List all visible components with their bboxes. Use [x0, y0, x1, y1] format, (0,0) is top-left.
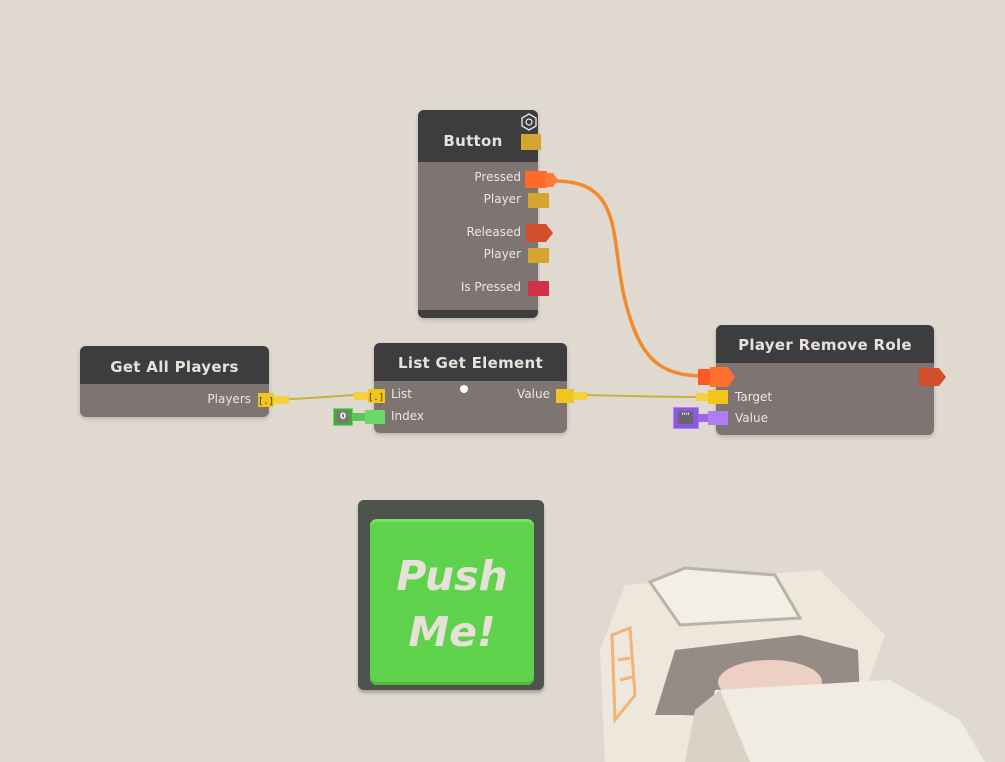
- pressed-exec-port[interactable]: [525, 169, 559, 191]
- players-list-port[interactable]: [.]: [258, 392, 290, 408]
- index-input-port[interactable]: [352, 409, 386, 425]
- node-player-remove-role[interactable]: Player Remove Role Target Value: [716, 325, 934, 435]
- port-label: Released: [466, 225, 521, 239]
- node-status-dot: [460, 385, 468, 393]
- value-default-field[interactable]: "": [673, 407, 699, 429]
- player-port[interactable]: [528, 193, 550, 209]
- player-port[interactable]: [528, 248, 550, 264]
- node-header[interactable]: List Get Element: [374, 343, 567, 381]
- push-me-label: Push Me!: [370, 548, 534, 660]
- node-button[interactable]: Button Pressed Player Released Player Is…: [418, 110, 538, 318]
- port-label: Player: [483, 247, 521, 261]
- player-hand-tool: [600, 566, 985, 762]
- node-title: Get All Players: [110, 358, 239, 376]
- value-input-port[interactable]: [698, 410, 730, 426]
- is-pressed-port[interactable]: [528, 281, 550, 297]
- port-label: Pressed: [474, 170, 521, 184]
- node-title: Player Remove Role: [738, 336, 912, 354]
- node-footer: [418, 310, 538, 318]
- push-label-line1: Push: [396, 552, 508, 600]
- value-output-port[interactable]: [556, 388, 588, 404]
- node-title: Button: [443, 132, 503, 150]
- wire-value-to-target: [584, 394, 701, 398]
- node-header[interactable]: Get All Players: [80, 346, 269, 384]
- svg-text:[.]: [.]: [368, 393, 384, 403]
- wire-pressed-to-exec: [554, 179, 706, 378]
- index-default-field[interactable]: 0: [333, 408, 353, 426]
- port-label: Is Pressed: [460, 280, 521, 294]
- node-title: List Get Element: [398, 354, 543, 372]
- svg-text:[.]: [.]: [258, 397, 274, 407]
- port-label: List: [391, 387, 412, 401]
- target-input-port[interactable]: [696, 389, 730, 405]
- port-label: Players: [207, 392, 251, 406]
- port-label: Index: [391, 409, 425, 423]
- released-exec-port[interactable]: [526, 223, 554, 243]
- port-label: Value: [735, 411, 768, 425]
- node-list-get-element[interactable]: List Get Element List Index Value: [374, 343, 567, 433]
- push-me-button[interactable]: [370, 519, 534, 685]
- exec-input-port[interactable]: [698, 366, 736, 388]
- node-header[interactable]: Player Remove Role: [716, 325, 934, 363]
- port-label: Value: [517, 387, 550, 401]
- node-button-header[interactable]: Button: [418, 110, 538, 162]
- exec-output-port[interactable]: [919, 367, 947, 387]
- list-input-port[interactable]: [.]: [354, 388, 386, 404]
- node-get-all-players[interactable]: Get All Players Players: [80, 346, 269, 417]
- index-value: 0: [337, 411, 349, 423]
- gear-icon[interactable]: [520, 113, 542, 153]
- port-label: Target: [735, 390, 773, 404]
- value-string-default: "": [678, 411, 693, 424]
- port-label: Player: [483, 192, 521, 206]
- push-label-line2: Me!: [408, 608, 496, 656]
- wire-players-to-list: [287, 394, 358, 400]
